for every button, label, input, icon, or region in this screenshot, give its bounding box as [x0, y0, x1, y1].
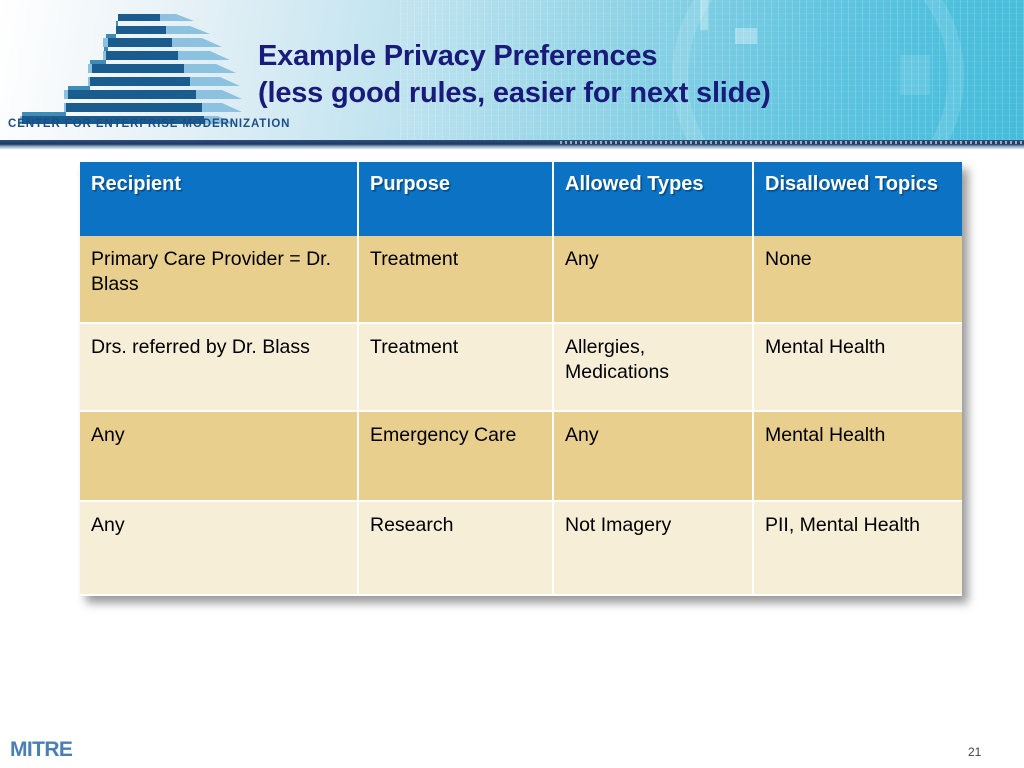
cell-recipient: Any	[80, 501, 359, 595]
page-title-line-1: Example Privacy Preferences	[258, 40, 658, 72]
privacy-preferences-table-container: Recipient Purpose Allowed Types Disallow…	[80, 162, 962, 596]
cell-purpose: Treatment	[358, 323, 554, 411]
page-number: 21	[968, 745, 982, 759]
cell-recipient: Primary Care Provider = Dr. Blass	[80, 236, 359, 323]
cell-disallowed-topics: Mental Health	[753, 323, 962, 411]
page-title: Example Privacy Preferences (less good r…	[258, 38, 998, 112]
header-square-decoration-2	[900, 55, 930, 95]
header-square-decoration-1	[735, 28, 757, 44]
table-row: Primary Care Provider = Dr. Blass Treatm…	[80, 236, 962, 323]
cell-allowed-types: Allergies, Medications	[553, 323, 754, 411]
column-header-recipient: Recipient	[80, 162, 359, 236]
cell-disallowed-topics: Mental Health	[753, 411, 962, 501]
cell-purpose: Treatment	[358, 236, 554, 323]
cell-disallowed-topics: PII, Mental Health	[753, 501, 962, 595]
mitre-wordmark: MITRE	[10, 738, 73, 761]
privacy-preferences-table: Recipient Purpose Allowed Types Disallow…	[80, 162, 962, 596]
table-row: Drs. referred by Dr. Blass Treatment All…	[80, 323, 962, 411]
header-square-decoration-3	[700, 0, 708, 30]
stairs-logo-icon	[20, 14, 242, 124]
cell-allowed-types: Any	[553, 236, 754, 323]
cell-disallowed-topics: None	[753, 236, 962, 323]
header-divider	[0, 140, 1024, 149]
cell-recipient: Drs. referred by Dr. Blass	[80, 323, 359, 411]
table-header-row: Recipient Purpose Allowed Types Disallow…	[80, 162, 962, 236]
cell-allowed-types: Any	[553, 411, 754, 501]
table-row: Any Emergency Care Any Mental Health	[80, 411, 962, 501]
column-header-allowed-types: Allowed Types	[553, 162, 754, 236]
slide-header-band: CENTER FOR ENTERPRISE MODERNIZATION Exam…	[0, 0, 1024, 140]
cell-purpose: Research	[358, 501, 554, 595]
column-header-purpose: Purpose	[358, 162, 554, 236]
page-title-line-2: (less good rules, easier for next slide)	[258, 76, 771, 109]
table-row: Any Research Not Imagery PII, Mental Hea…	[80, 501, 962, 595]
header-divider-dots	[560, 141, 1024, 144]
cem-logo-caption: CENTER FOR ENTERPRISE MODERNIZATION	[8, 118, 291, 130]
cell-recipient: Any	[80, 411, 359, 501]
cell-purpose: Emergency Care	[358, 411, 554, 501]
column-header-disallowed-topics: Disallowed Topics	[753, 162, 962, 236]
cell-allowed-types: Not Imagery	[553, 501, 754, 595]
